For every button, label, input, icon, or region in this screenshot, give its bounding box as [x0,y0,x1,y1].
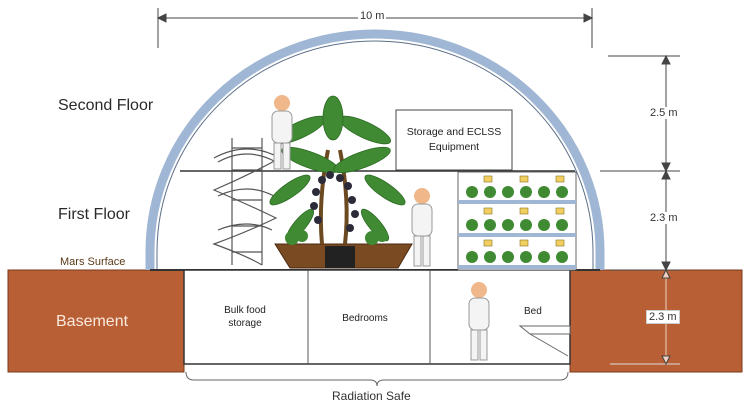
storage-box [395,109,513,171]
first-floor-height-label: 2.3 m [648,212,680,224]
basement-label: Basement [56,313,129,330]
basement-height-label: 2.3 m [646,310,680,324]
astronaut-first-floor [411,188,433,267]
astronaut-basement [468,282,490,361]
mars-surface-label: Mars Surface [60,256,126,268]
dome-shell [145,29,605,270]
hydroponic-racks [457,171,577,271]
planter-base [325,246,355,268]
bedrooms-label: Bedrooms [342,313,388,324]
right-dimensions [600,54,680,366]
radiation-safe-bracket [185,371,569,387]
basement-box [183,269,571,365]
first-floor-label: First Floor [58,206,130,223]
regolith-left [7,269,185,373]
bed-label: Bed [524,306,542,317]
astronaut-second-floor [271,95,293,170]
bulk-food-label: Bulk food storage [224,305,266,329]
radiation-safe-label: Radiation Safe [332,389,411,403]
spiral-staircase [212,138,282,266]
second-floor-label: Second Floor [58,97,154,114]
dome-inner-line [156,40,594,270]
palm-tree [269,95,406,245]
top-width-label: 10 m [358,10,387,22]
second-floor-height-label: 2.5 m [648,107,680,119]
storage-eclss-label: Storage and ECLSS Equipment [406,126,502,153]
bed [518,325,571,357]
